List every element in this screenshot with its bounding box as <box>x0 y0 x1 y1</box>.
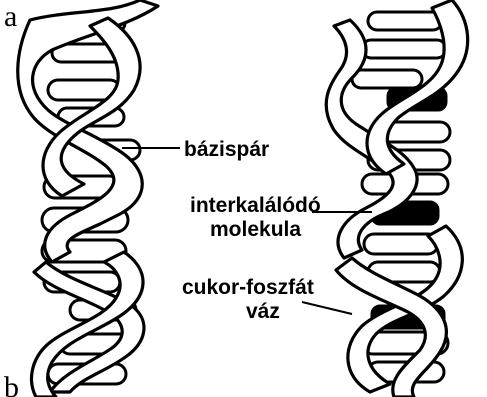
backbone-label-line1: cukor-foszfát <box>182 276 314 299</box>
intercalator-label-line2: molekula <box>210 218 301 241</box>
normal-dna-helix <box>18 0 158 397</box>
backbone-leader <box>302 302 352 314</box>
base-pair-label: bázispár <box>184 138 269 161</box>
panel-label-top: a <box>4 0 17 33</box>
backbone-label-line2: váz <box>246 300 280 323</box>
panel-label-bottom: b <box>4 371 19 397</box>
intercalated-dna-helix <box>326 0 467 397</box>
intercalator-label-line1: interkalálódó <box>190 194 321 217</box>
